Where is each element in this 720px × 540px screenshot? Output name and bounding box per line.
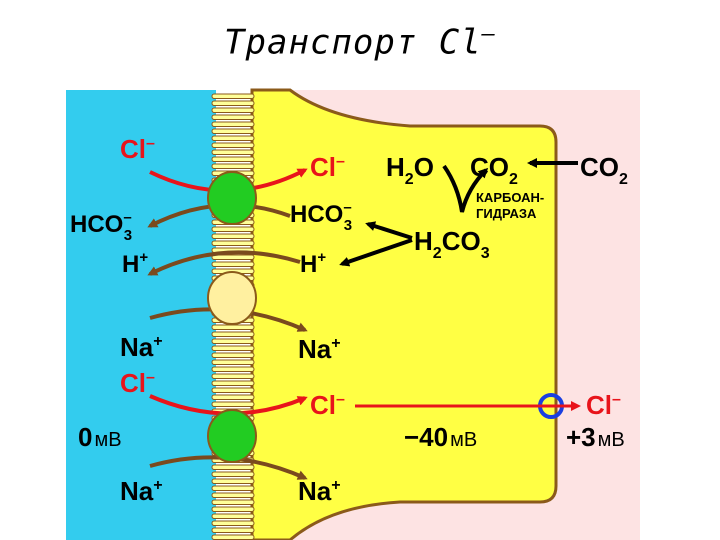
cell-cl-bottom: Cl– bbox=[310, 390, 345, 420]
microvillus bbox=[211, 324, 255, 330]
microvillus bbox=[211, 233, 255, 239]
microvillus bbox=[211, 527, 255, 533]
microvillus bbox=[211, 387, 255, 393]
microvillus bbox=[211, 142, 255, 148]
microvillus bbox=[211, 331, 255, 337]
microvillus bbox=[211, 240, 255, 246]
lumen-hco3: HCO–3 bbox=[70, 209, 132, 244]
cell-cl-top: Cl– bbox=[310, 152, 345, 182]
microvillus bbox=[211, 506, 255, 512]
channel-green-top bbox=[207, 171, 257, 225]
arrow-h-out bbox=[147, 250, 301, 276]
microvillus bbox=[211, 100, 255, 106]
cell-body bbox=[250, 88, 558, 540]
arrow-h2co3-split-h bbox=[339, 238, 413, 267]
cell-h: H+ bbox=[300, 249, 326, 278]
channel-green-bottom bbox=[207, 409, 257, 463]
microvillus bbox=[211, 520, 255, 526]
microvillus bbox=[211, 107, 255, 113]
page-title: Транспорт Cl– bbox=[224, 22, 496, 63]
lumen-area bbox=[66, 90, 216, 540]
cell-co2: CO2 bbox=[470, 152, 518, 188]
microvillus bbox=[211, 254, 255, 260]
microvillus bbox=[211, 534, 255, 540]
microvillus bbox=[211, 121, 255, 127]
microvillus bbox=[211, 163, 255, 169]
microvillus bbox=[211, 492, 255, 498]
cell-enzyme-line1: КАРБОАН- bbox=[476, 190, 544, 205]
cell-enzyme-line2: ГИДРАЗА bbox=[476, 206, 537, 221]
cell-h2o: H2O bbox=[386, 152, 434, 188]
microvillus bbox=[211, 366, 255, 372]
microvillus bbox=[211, 226, 255, 232]
lumen-cl-bottom: Cl– bbox=[120, 368, 155, 398]
microvillus bbox=[211, 471, 255, 477]
microvillus bbox=[211, 464, 255, 470]
microvillus bbox=[211, 135, 255, 141]
channel-pale bbox=[207, 271, 257, 325]
lumen-na-bottom: Na+ bbox=[120, 476, 163, 506]
cell-na-top: Na+ bbox=[298, 334, 341, 364]
lumen-na-top: Na+ bbox=[120, 332, 163, 362]
interstitial-cl: Cl– bbox=[586, 390, 621, 420]
microvillus bbox=[211, 373, 255, 379]
microvillus bbox=[211, 394, 255, 400]
arrow-carbonic-anhydrase bbox=[442, 164, 489, 213]
title-superscript: – bbox=[481, 22, 496, 47]
microvillus bbox=[211, 499, 255, 505]
cell-hco3: HCO–3 bbox=[290, 199, 352, 234]
microvillus bbox=[211, 352, 255, 358]
microvillus bbox=[211, 261, 255, 267]
cell-na-bottom: Na+ bbox=[298, 476, 341, 506]
microvillus bbox=[211, 345, 255, 351]
microvillus bbox=[211, 156, 255, 162]
microvillus bbox=[211, 401, 255, 407]
lumen-cl-top: Cl– bbox=[120, 134, 155, 164]
microvillus bbox=[211, 380, 255, 386]
microvillus bbox=[211, 128, 255, 134]
microvillus bbox=[211, 359, 255, 365]
microvillus bbox=[211, 114, 255, 120]
arrow-h2co3-split-hco3 bbox=[365, 221, 413, 240]
microvillus bbox=[211, 485, 255, 491]
cell-h2co3: H2CO3 bbox=[414, 226, 490, 262]
microvillus bbox=[211, 513, 255, 519]
interstitial-co2: CO2 bbox=[580, 152, 628, 188]
microvillus bbox=[211, 478, 255, 484]
microvillus bbox=[211, 149, 255, 155]
lumen-h: H+ bbox=[122, 249, 148, 278]
microvillus bbox=[211, 338, 255, 344]
microvillus bbox=[211, 93, 255, 99]
